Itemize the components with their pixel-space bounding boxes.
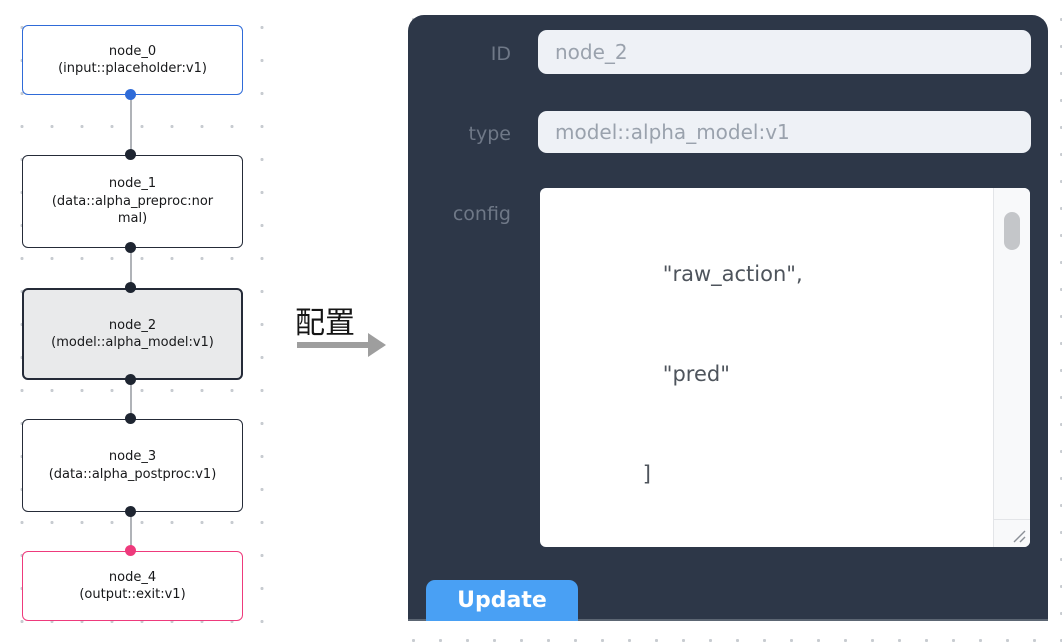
flow-node-node1[interactable]: node_1 (data::alpha_preproc:normal) <box>22 155 243 248</box>
node-label: node_3 <box>108 449 157 464</box>
type-field-label: type <box>468 123 511 145</box>
config-textarea[interactable]: "raw_action", "pred" ] }, "trace": { "sc… <box>540 188 1030 547</box>
node-handle-icon[interactable] <box>125 89 136 100</box>
node-type-label: (data::alpha_postproc:v1) <box>48 466 217 482</box>
flow-node-node0[interactable]: node_0 (input::placeholder:v1) <box>22 25 243 95</box>
type-input[interactable] <box>538 111 1031 153</box>
scrollbar-track[interactable] <box>993 188 1030 520</box>
arrow-right-icon <box>297 342 368 348</box>
edge-node0-node1 <box>130 95 132 155</box>
node-label: node_1 <box>108 176 157 192</box>
node-handle-icon[interactable] <box>125 506 136 517</box>
node-type-label: (input::placeholder:v1) <box>58 61 207 76</box>
node-handle-icon[interactable] <box>125 545 136 556</box>
node-handle-icon[interactable] <box>125 374 136 385</box>
edge-node1-node2 <box>130 248 132 288</box>
scrollbar-thumb[interactable] <box>1004 212 1020 250</box>
edge-node2-node3 <box>130 380 132 419</box>
node-config-panel: ID type config "raw_action", "pred" ] },… <box>408 15 1048 621</box>
node-handle-icon[interactable] <box>125 149 136 160</box>
resize-handle-icon[interactable] <box>993 520 1030 547</box>
flow-node-node4[interactable]: node_4 (output::exit:v1) <box>22 551 243 621</box>
id-field-label: ID <box>490 43 511 65</box>
config-line: "pred" <box>556 362 730 387</box>
config-json-content: "raw_action", "pred" ] }, "trace": { "sc… <box>540 188 1030 547</box>
config-annotation-label: 配置 <box>295 306 355 341</box>
node-handle-icon[interactable] <box>125 282 136 293</box>
node-handle-icon[interactable] <box>125 242 136 253</box>
config-line: "raw_action", <box>556 261 803 286</box>
node-type-label: (data::alpha_preproc:normal) <box>51 193 214 227</box>
flow-node-node3[interactable]: node_3 (data::alpha_postproc:v1) <box>22 419 243 512</box>
id-input[interactable] <box>538 30 1031 74</box>
node-type-label: (output::exit:v1) <box>79 587 186 602</box>
flow-node-node2-selected[interactable]: node_2 (model::alpha_model:v1) <box>22 288 243 380</box>
edge-node3-node4 <box>130 512 132 551</box>
arrow-right-icon <box>368 333 386 357</box>
update-button[interactable]: Update <box>426 580 578 621</box>
node-label: node_2 <box>108 317 157 333</box>
node-type-label: (model::alpha_model:v1) <box>51 335 214 350</box>
node-handle-icon[interactable] <box>125 413 136 424</box>
node-label: node_0 <box>108 43 157 59</box>
config-field-label: config <box>452 203 511 225</box>
config-line: ] <box>556 462 651 487</box>
node-label: node_4 <box>108 569 157 585</box>
